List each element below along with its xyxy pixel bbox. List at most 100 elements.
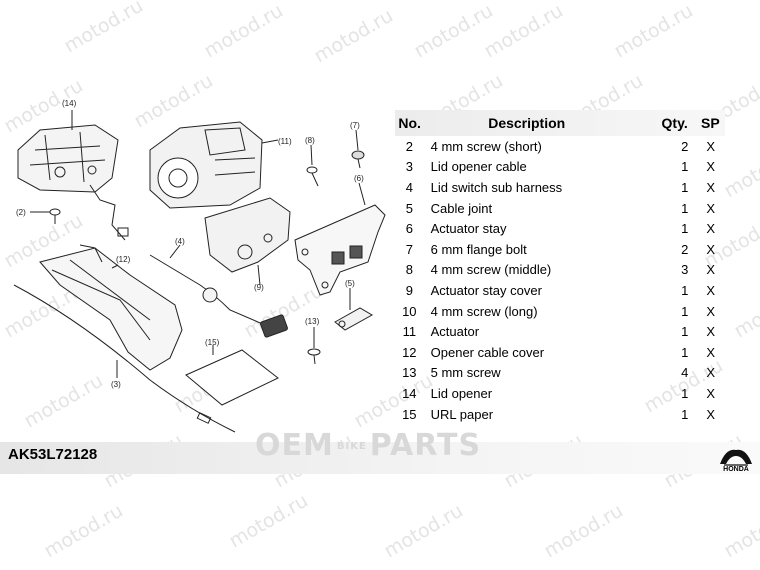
callout-15: (15): [205, 338, 220, 347]
cell-description: 6 mm flange bolt: [430, 241, 527, 257]
cell-qty: 2: [681, 241, 689, 257]
callout-11: (11): [278, 137, 292, 146]
cell-qty: 1: [681, 303, 689, 319]
part-screw-13: [307, 348, 321, 365]
callout-6: (6): [354, 174, 364, 183]
cell-no: 12: [402, 344, 417, 360]
brand-left: OEM: [255, 428, 334, 463]
part-actuator-stay: [294, 204, 386, 296]
watermark-text: motod.ru: [730, 279, 760, 343]
footer-band: [0, 442, 760, 474]
cell-description: Cable joint: [430, 200, 493, 216]
cell-sp: X: [706, 262, 716, 278]
table-row: 10 4 mm screw (long) 1 X: [395, 301, 725, 322]
cell-description: Lid opener cable: [430, 159, 527, 175]
table-row: 6 Actuator stay 1 X: [395, 218, 725, 239]
part-actuator-stay-cover: [204, 197, 291, 273]
cell-description: Lid opener: [430, 385, 493, 401]
honda-label: HONDA: [723, 466, 749, 473]
cell-qty: 2: [681, 138, 689, 154]
cell-qty: 1: [681, 344, 689, 360]
cell-sp: X: [706, 303, 716, 319]
cell-no: 13: [402, 365, 417, 381]
cell-description: Opener cable cover: [430, 344, 545, 360]
brand-middle: BIKE: [336, 441, 367, 452]
watermark-text: motod.ru: [380, 499, 467, 563]
callout-12: (12): [116, 255, 131, 264]
cell-sp: X: [706, 200, 716, 216]
watermark-text: motod.ru: [610, 0, 697, 63]
cell-sp: X: [706, 344, 716, 360]
part-lid-switch-harness: [149, 254, 288, 338]
cell-sp: X: [706, 138, 716, 154]
cell-no: 3: [405, 159, 413, 175]
cell-qty: 1: [681, 221, 689, 237]
parts-exploded-diagram: (14) (2) (12) (4) (3) (15) (11) (8) (7) …: [13, 99, 386, 433]
callout-14: (14): [62, 99, 77, 108]
part-opener-cable: [13, 284, 236, 433]
cell-sp: X: [706, 179, 716, 195]
cell-description: Actuator stay cover: [430, 282, 542, 298]
cell-description: Actuator: [430, 324, 480, 340]
table-row: 12 Opener cable cover 1 X: [395, 342, 725, 363]
cell-no: 10: [402, 303, 417, 319]
cell-sp: X: [706, 221, 716, 237]
cell-no: 5: [405, 200, 413, 216]
table-row: 8 4 mm screw (middle) 3 X: [395, 260, 725, 281]
header-sp: SP: [701, 115, 720, 131]
cell-description: 4 mm screw (long): [430, 303, 538, 319]
cell-no: 7: [405, 241, 413, 257]
watermark-text: motod.ru: [310, 4, 397, 68]
header-description: Description: [488, 115, 566, 131]
table-row: 14 Lid opener 1 X: [395, 383, 725, 404]
cell-sp: X: [706, 385, 716, 401]
cell-sp: X: [706, 406, 716, 422]
cell-qty: 3: [681, 262, 689, 278]
cell-description: 4 mm screw (middle): [430, 262, 552, 278]
cell-qty: 1: [681, 179, 689, 195]
cell-sp: X: [706, 324, 716, 340]
header-qty: Qty.: [661, 115, 688, 131]
watermark-text: motod.ru: [200, 0, 287, 63]
cell-qty: 1: [681, 406, 689, 422]
cell-qty: 1: [681, 385, 689, 401]
watermark-text: motod.ru: [410, 0, 497, 63]
table-header: No. Description Qty. SP: [395, 110, 725, 136]
cell-no: 8: [405, 262, 413, 278]
cell-sp: X: [706, 365, 716, 381]
cell-no: 14: [402, 385, 417, 401]
cell-qty: 1: [681, 200, 689, 216]
cell-description: 5 mm screw: [430, 365, 501, 381]
callout-3: (3): [111, 380, 121, 389]
honda-wing-icon: [720, 449, 752, 466]
callout-2: (2): [16, 208, 26, 217]
cell-no: 9: [405, 282, 413, 298]
cell-no: 11: [402, 324, 417, 340]
part-lid-opener: [17, 124, 129, 241]
part-code: AK53L72128: [8, 446, 98, 463]
watermark-text: motod.ru: [225, 489, 312, 553]
callout-13: (13): [305, 317, 320, 326]
cell-sp: X: [706, 159, 716, 175]
cell-sp: X: [706, 241, 716, 257]
callout-8: (8): [305, 136, 315, 145]
part-screw-8: [306, 166, 319, 187]
table-row: 5 Cable joint 1 X: [395, 198, 725, 219]
cell-description: Lid switch sub harness: [430, 179, 563, 195]
cell-description: Actuator stay: [430, 221, 507, 237]
part-url-paper: [185, 349, 279, 406]
cell-no: 6: [405, 221, 413, 237]
watermark-text: motod.ru: [60, 0, 147, 58]
cell-qty: 1: [681, 282, 689, 298]
part-screw-2: [49, 208, 61, 224]
watermark-text: motod.ru: [540, 499, 627, 563]
cell-description: URL paper: [430, 406, 494, 422]
